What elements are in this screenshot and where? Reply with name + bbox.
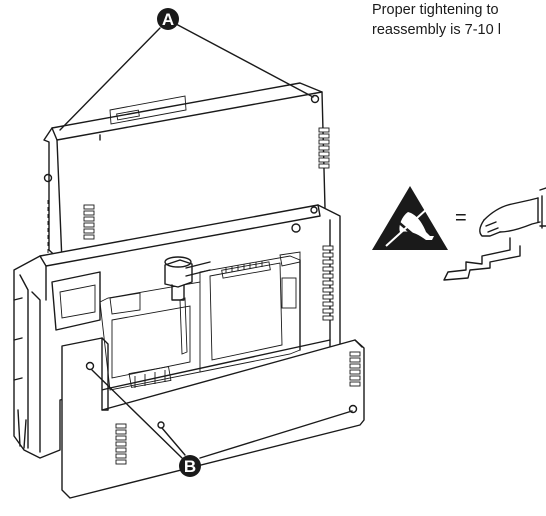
bottom-cover-vents-left: [115, 423, 127, 465]
top-cover-vents-right: [318, 127, 330, 169]
bottom-cover-vents-right: [349, 351, 361, 387]
bottom-cover: [61, 337, 365, 499]
cover-screw-left: [43, 173, 53, 183]
chassis-vents-right: [322, 245, 334, 321]
callout-b-badge: [179, 455, 201, 477]
callout-a-label: A: [162, 10, 174, 29]
esd-warning-icon: [372, 186, 448, 250]
callout-a-badge: [157, 8, 179, 30]
equals-sign: =: [455, 207, 467, 229]
chassis: [13, 204, 341, 459]
top-cover-vents-left: [83, 204, 95, 240]
callout-a: A: [59, 8, 314, 131]
callout-b: B: [91, 369, 353, 477]
caption-line-1: Proper tightening to: [372, 2, 499, 18]
cover-screw-top-right: [310, 94, 320, 104]
caption-line-2: reassembly is 7-10 l: [372, 22, 501, 38]
grounded-hand-icon: [443, 187, 546, 281]
instruction-caption: Proper tightening to reassembly is 7-10 …: [372, 0, 546, 40]
callout-b-label: B: [184, 457, 196, 476]
